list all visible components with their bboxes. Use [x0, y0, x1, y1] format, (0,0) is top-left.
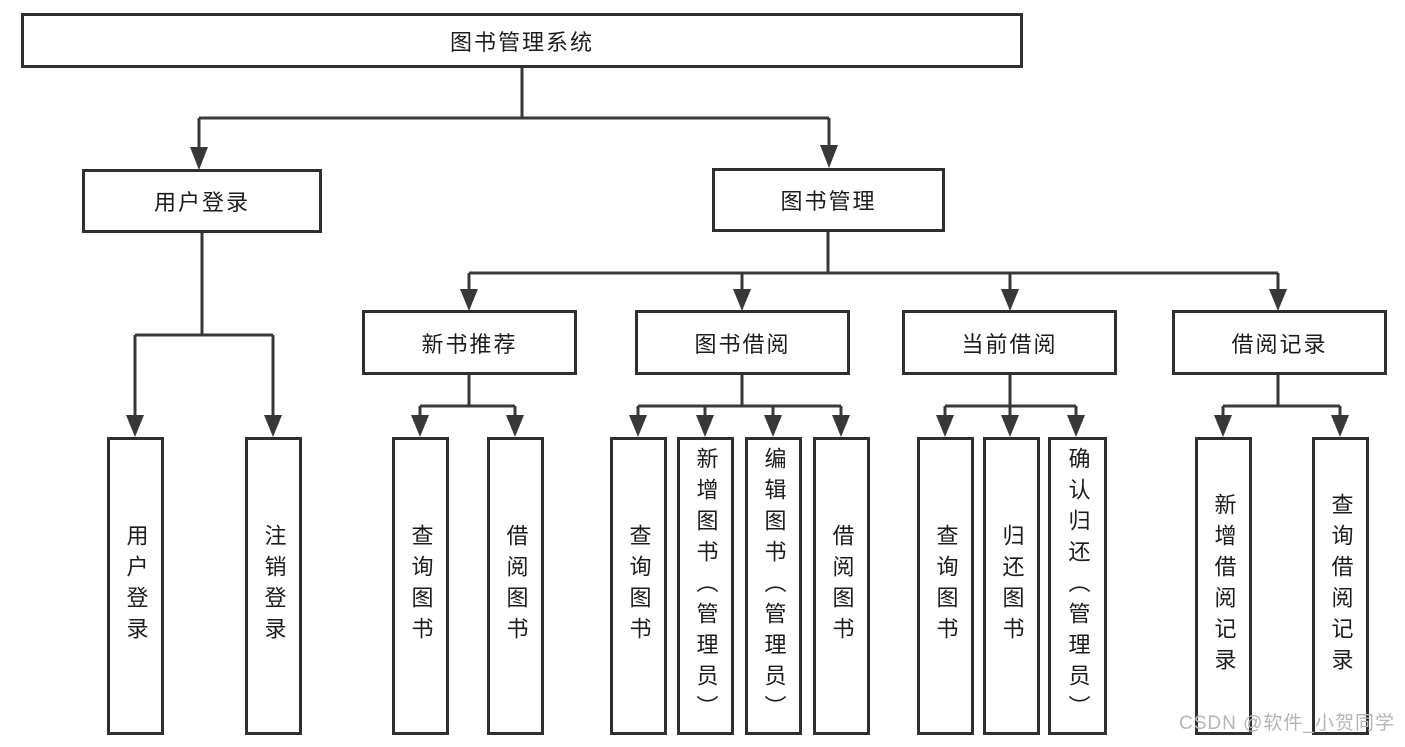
leaf-user-login: 用户登录	[107, 437, 164, 735]
leaf-borrow-query-books-label: 查询图书	[626, 524, 652, 648]
node-borrow-records: 借阅记录	[1172, 310, 1387, 375]
arrowheads	[126, 145, 1349, 437]
leaf-recommend-borrow-books-label: 借阅图书	[503, 524, 529, 648]
node-current-borrow-label: 当前借阅	[961, 331, 1058, 357]
leaf-records-query-borrow-record-label: 查询借阅记录	[1328, 493, 1354, 679]
leaf-current-return-books-label: 归还图书	[999, 524, 1025, 648]
node-current-borrow: 当前借阅	[902, 310, 1117, 375]
node-user-login-group-label: 用户登录	[153, 190, 250, 215]
leaf-current-confirm-return-admin-label: 确认归还（管理员）	[1065, 446, 1091, 726]
node-new-book-recommend-label: 新书推荐	[421, 331, 518, 357]
node-new-book-recommend: 新书推荐	[362, 310, 577, 375]
leaf-logout: 注销登录	[245, 437, 302, 735]
leaf-recommend-query-books: 查询图书	[392, 437, 449, 735]
csdn-watermark: CSDN @软件_小贺同学	[1179, 713, 1395, 734]
leaf-borrow-borrow-books: 借阅图书	[813, 437, 870, 735]
leaf-records-query-borrow-record: 查询借阅记录	[1312, 437, 1369, 735]
node-book-borrow: 图书借阅	[635, 310, 850, 375]
leaf-borrow-edit-books-admin-label: 编辑图书（管理员）	[761, 446, 787, 726]
leaf-current-confirm-return-admin: 确认归还（管理员）	[1048, 437, 1107, 735]
leaf-recommend-borrow-books: 借阅图书	[487, 437, 544, 735]
node-book-management-label: 图书管理	[780, 189, 877, 214]
leaf-current-query-books-label: 查询图书	[933, 524, 959, 648]
leaf-records-add-borrow-record-label: 新增借阅记录	[1211, 493, 1237, 679]
leaf-recommend-query-books-label: 查询图书	[408, 524, 434, 648]
leaf-borrow-borrow-books-label: 借阅图书	[829, 524, 855, 648]
leaf-borrow-add-books-admin-label: 新增图书（管理员）	[693, 446, 719, 726]
leaf-logout-label: 注销登录	[261, 524, 287, 648]
leaf-borrow-query-books: 查询图书	[610, 437, 667, 735]
leaf-records-add-borrow-record: 新增借阅记录	[1195, 437, 1252, 735]
node-root-system: 图书管理系统	[21, 13, 1023, 68]
leaf-user-login-label: 用户登录	[123, 524, 149, 648]
node-book-management: 图书管理	[712, 168, 945, 232]
node-book-borrow-label: 图书借阅	[694, 331, 791, 357]
node-root-system-label: 图书管理系统	[449, 29, 594, 55]
node-user-login-group: 用户登录	[82, 169, 322, 233]
leaf-borrow-add-books-admin: 新增图书（管理员）	[677, 437, 734, 735]
node-borrow-records-label: 借阅记录	[1231, 331, 1328, 357]
leaf-current-query-books: 查询图书	[917, 437, 974, 735]
leaf-current-return-books: 归还图书	[983, 437, 1040, 735]
leaf-borrow-edit-books-admin: 编辑图书（管理员）	[745, 437, 802, 735]
